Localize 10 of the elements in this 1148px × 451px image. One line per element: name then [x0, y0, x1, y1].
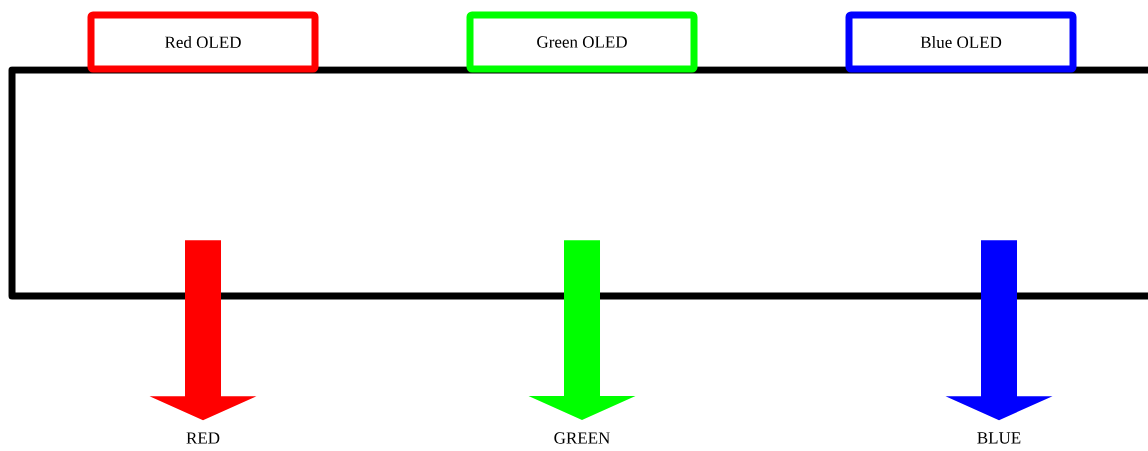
arrow	[149, 240, 257, 421]
oled-box: Blue OLED	[845, 11, 1077, 73]
oled-box: Green OLED	[466, 11, 698, 73]
arrow	[528, 240, 636, 421]
output-label: RED	[186, 432, 220, 444]
output-label: BLUE	[977, 432, 1021, 444]
arrow	[945, 240, 1053, 421]
panel-frame	[8, 66, 1148, 300]
output-label: GREEN	[554, 432, 610, 444]
oled-box: Red OLED	[87, 11, 319, 73]
